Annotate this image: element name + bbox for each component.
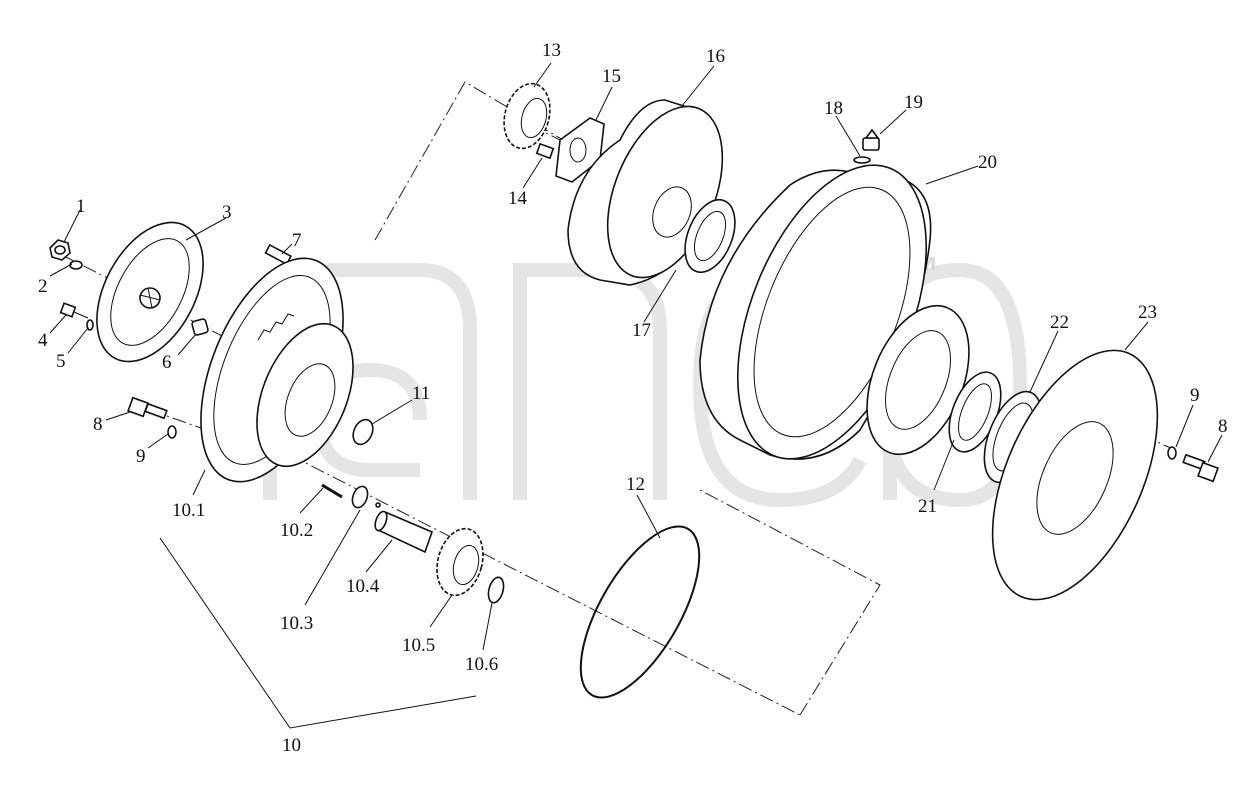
part-4-bolt <box>59 302 89 319</box>
callout-22: 22 <box>1050 312 1069 333</box>
part-19-vent-plug <box>862 128 880 151</box>
part-7-pin <box>264 243 293 266</box>
part-8-bolt-left <box>127 396 168 420</box>
part-10-5-planet-gear <box>436 527 484 597</box>
callout-15: 15 <box>602 66 621 87</box>
callout-18: 18 <box>824 98 843 119</box>
callout-9-right: 9 <box>1190 385 1200 406</box>
callout-12: 12 <box>626 474 645 495</box>
part-5-washer <box>86 319 94 331</box>
part-23-brake-disc <box>991 349 1159 601</box>
callout-10: 10 <box>282 735 301 756</box>
callout-5: 5 <box>56 351 66 372</box>
callout-9-left: 9 <box>136 446 146 467</box>
part-8-bolt-right <box>1182 453 1219 483</box>
part-12-o-ring <box>579 525 701 699</box>
part-2-washer <box>69 260 83 270</box>
callout-16: 16 <box>706 46 725 67</box>
callout-10-1: 10.1 <box>172 500 205 521</box>
callout-8-left: 8 <box>93 414 103 435</box>
part-6-plug <box>191 318 209 336</box>
callout-23: 23 <box>1138 302 1157 323</box>
part-14-bolt <box>535 142 555 160</box>
part-9-washer-left <box>167 425 177 439</box>
leader-lines <box>49 62 1223 729</box>
part-20-hub-housing <box>699 164 970 460</box>
part-17-bearing <box>684 199 736 273</box>
callout-11: 11 <box>412 383 430 404</box>
part-10-1-planet-carrier <box>200 257 354 483</box>
callout-7: 7 <box>292 230 302 251</box>
part-18-washer <box>853 156 871 164</box>
callout-1: 1 <box>76 196 86 217</box>
callout-19: 19 <box>904 92 923 113</box>
part-10-4-shaft <box>374 510 434 554</box>
callout-13: 13 <box>542 40 561 61</box>
callout-10-5: 10.5 <box>402 635 435 656</box>
part-1-nut <box>49 239 71 261</box>
callout-21: 21 <box>918 496 937 517</box>
callout-4: 4 <box>38 330 48 351</box>
callout-8-right: 8 <box>1218 416 1228 437</box>
part-11-retaining-ring <box>352 418 374 446</box>
callout-14: 14 <box>508 188 528 209</box>
part-10-3-ring <box>351 485 369 509</box>
callout-10-3: 10.3 <box>280 613 313 634</box>
part-9-washer-right <box>1167 446 1177 460</box>
part-10-6-washer <box>487 576 505 604</box>
callout-10-6: 10.6 <box>465 654 498 675</box>
callout-3: 3 <box>222 202 232 223</box>
callout-labels: 1 2 3 4 5 6 7 8 9 10.1 10.2 10.3 10.4 10… <box>38 40 1228 756</box>
callout-6: 6 <box>162 352 172 373</box>
callout-17: 17 <box>632 320 651 341</box>
part-3-cover-plate <box>96 221 204 363</box>
callout-2: 2 <box>38 276 48 297</box>
callout-20: 20 <box>978 152 997 173</box>
callout-10-2: 10.2 <box>280 520 313 541</box>
callout-10-4: 10.4 <box>346 576 380 597</box>
part-13-sun-gear <box>503 82 551 150</box>
part-10-3-ball <box>375 502 381 508</box>
part-10-2-pin <box>321 483 343 499</box>
